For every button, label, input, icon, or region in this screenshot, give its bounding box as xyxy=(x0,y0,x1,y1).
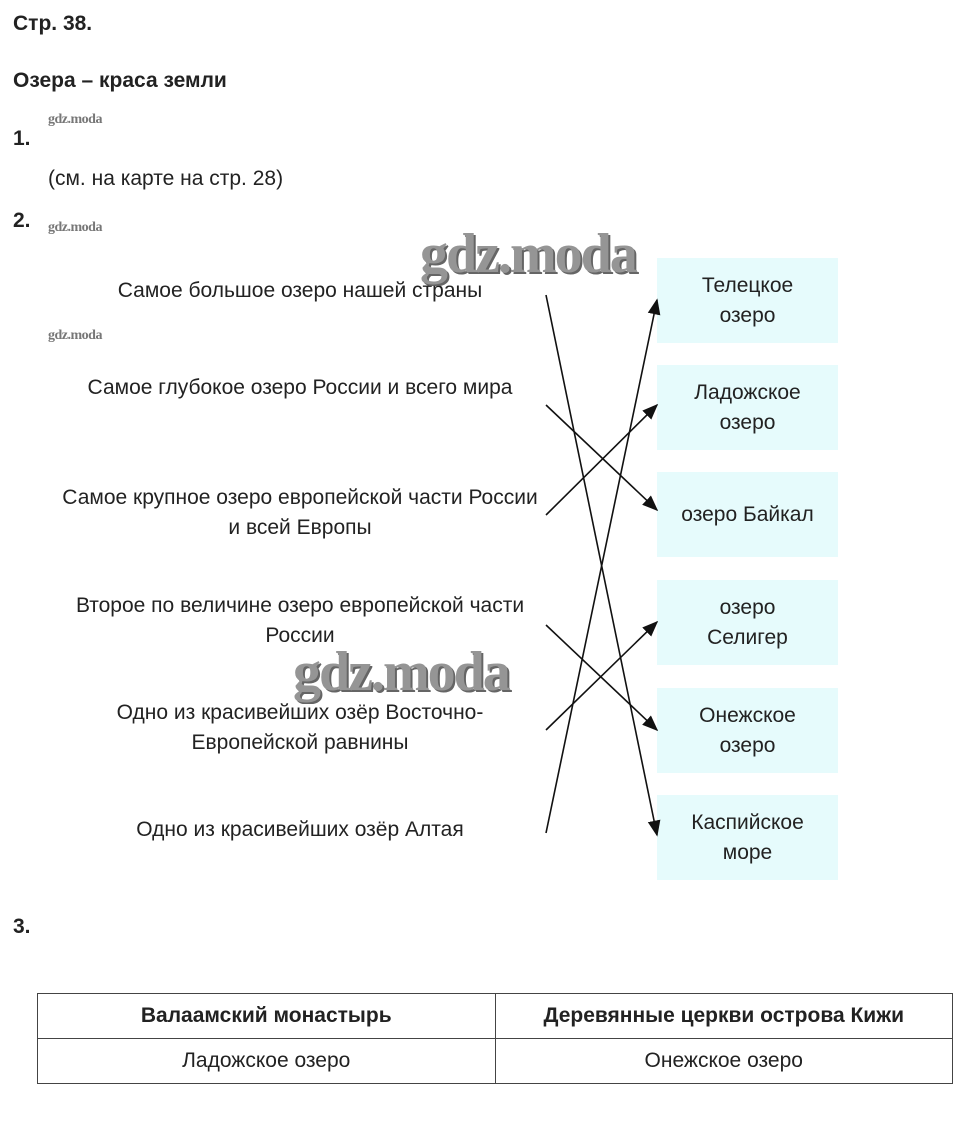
header-2: Деревянные церкви острова Кижи xyxy=(494,993,953,1039)
match-arrow xyxy=(545,620,659,731)
description-5: Одно из красивейших озёр Восточно-Европе… xyxy=(116,701,484,754)
match-arrow xyxy=(545,624,659,732)
page-label: Стр. 38. xyxy=(13,12,93,35)
lake-label: озеро Байкал xyxy=(681,502,814,526)
task1-text: (см. на карте на стр. 28) xyxy=(48,167,284,190)
description-6: Одно из красивейших озёр Алтая xyxy=(136,818,464,841)
lake-label: Каспийское море xyxy=(691,810,804,864)
watermark: gdz.moda xyxy=(48,328,102,343)
lake-label: Ладожское озеро xyxy=(694,380,801,434)
topic-title: Озера – краса земли xyxy=(13,69,227,92)
description-1: Самое большое озеро нашей страны xyxy=(117,279,483,302)
task2-number: 2. xyxy=(13,209,31,232)
task3-number: 3. xyxy=(13,915,31,938)
watermark: gdz.moda xyxy=(420,223,638,285)
description-2: Самое глубокое озеро России и всего мира xyxy=(87,376,513,399)
lake-label: Онежское озеро xyxy=(699,703,796,757)
match-arrow xyxy=(545,404,659,512)
lake-box-1: Телецкое озеро xyxy=(657,258,838,343)
watermark: gdz.moda xyxy=(48,112,102,127)
lake-box-6: Каспийское море xyxy=(657,795,838,880)
cell-2: Онежское озеро xyxy=(494,1038,953,1084)
match-arrow xyxy=(545,298,661,834)
lake-label: Телецкое озеро xyxy=(701,273,794,327)
match-arrow xyxy=(545,403,659,516)
lake-box-2: Ладожское озеро xyxy=(657,365,838,450)
description-4: Второе по величине озеро европейской час… xyxy=(75,594,525,647)
lake-box-4: озеро Селигер xyxy=(657,580,838,665)
watermark: gdz.moda xyxy=(48,220,102,235)
header-1: Валаамский монастырь xyxy=(37,993,496,1039)
lake-box-3: озеро Байкал xyxy=(657,472,838,557)
cell-1: Ладожское озеро xyxy=(37,1038,496,1084)
task1-number: 1. xyxy=(13,127,31,150)
lake-box-5: Онежское озеро xyxy=(657,688,838,773)
watermark: gdz.moda xyxy=(293,641,511,703)
description-3: Самое крупное озеро европейской части Ро… xyxy=(62,486,538,539)
task3-table: Валаамский монастырь Деревянные церкви о… xyxy=(37,993,953,1084)
lake-label: озеро Селигер xyxy=(707,595,788,649)
